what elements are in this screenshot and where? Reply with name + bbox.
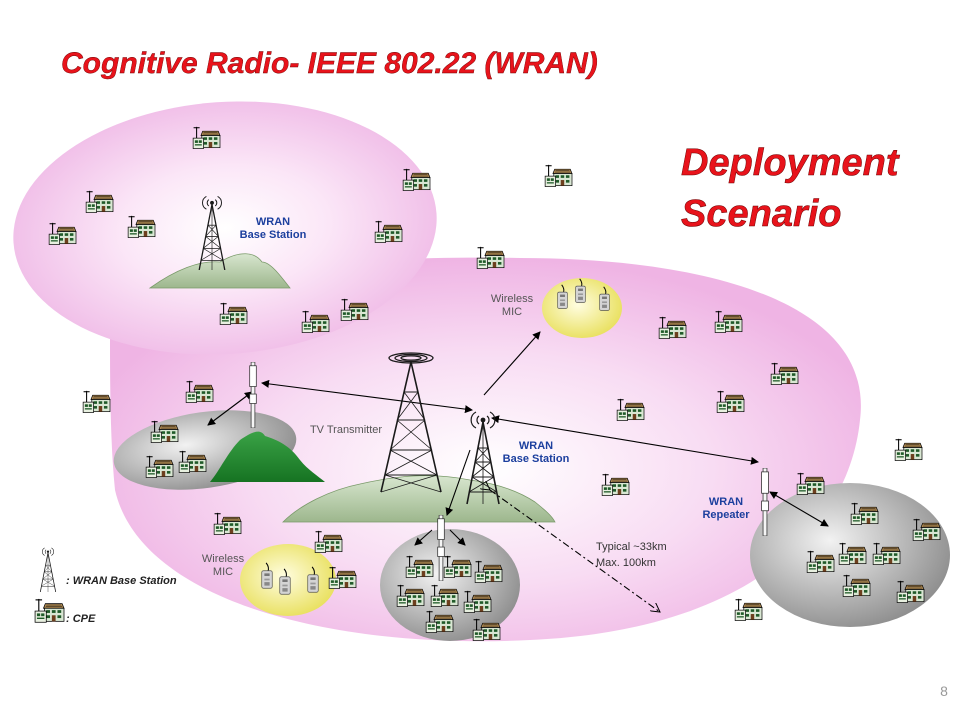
wireless-mic-bottom-label-line2: MIC [213,566,233,578]
cpe-house-icon [544,164,573,188]
wran-bs-top-label-line2: Base Station [240,229,307,241]
link-mast-bottom-right [449,529,466,546]
subtitle-line2: Scenario [681,193,842,235]
legend-bs-label: : WRAN Base Station [66,575,177,587]
links [207,331,829,612]
wireless-mic-top-label-line2: MIC [502,306,522,318]
link-mast-to-left-zone [207,391,253,426]
top-left-coverage-zone [13,101,437,355]
wran-bs-mid-label-line1: WRAN [519,440,553,452]
mountain-top-left [148,253,291,289]
cpe-house-icon [734,598,763,622]
legend: : WRAN Base Station : CPE [34,547,177,625]
tv-transmitter-label: TV Transmitter [310,424,382,436]
coverage-zones [13,101,950,642]
legend-cpe-label: : CPE [66,613,96,625]
link-repeater-to-right-zone [769,491,829,527]
cpe-house-icon [82,390,111,414]
link-mast-bottom-left [414,529,433,546]
diagram-labels: WRAN Base Station WRAN Base Station TV T… [202,216,750,578]
slide-titles: Cognitive Radio- IEEE 802.22 (WRAN) Depl… [61,47,948,699]
page-number: 8 [940,683,948,699]
link-bs-to-repeater [491,415,759,465]
wran-repeater-label-line2: Repeater [702,509,750,521]
range-indicator [490,490,660,612]
range-label-line1: Typical ~33km [596,541,667,553]
wireless-mic-top-label-line1: Wireless [491,293,534,305]
link-bs-to-mic [483,331,541,396]
wran-bs-top-label-line1: WRAN [256,216,290,228]
legend-tower-icon [39,547,57,592]
cpe-house-icon [894,438,923,462]
link-mast-to-bs [261,379,473,414]
range-label-line2: Max. 100km [596,557,656,569]
subtitle-line1: Deployment [681,142,900,184]
legend-cpe-house-icon [34,598,65,623]
tv-transmitter-tower-icon [380,352,442,493]
slide-title: Cognitive Radio- IEEE 802.22 (WRAN) [61,47,598,80]
wran-bs-mid-label-line2: Base Station [503,453,570,465]
mountain-green [210,431,325,482]
infrastructure [198,195,769,581]
wran-repeater-label-line1: WRAN [709,496,743,508]
link-bs-to-bottom-zone [445,449,471,516]
wireless-mic-bottom-label-line1: Wireless [202,553,245,565]
